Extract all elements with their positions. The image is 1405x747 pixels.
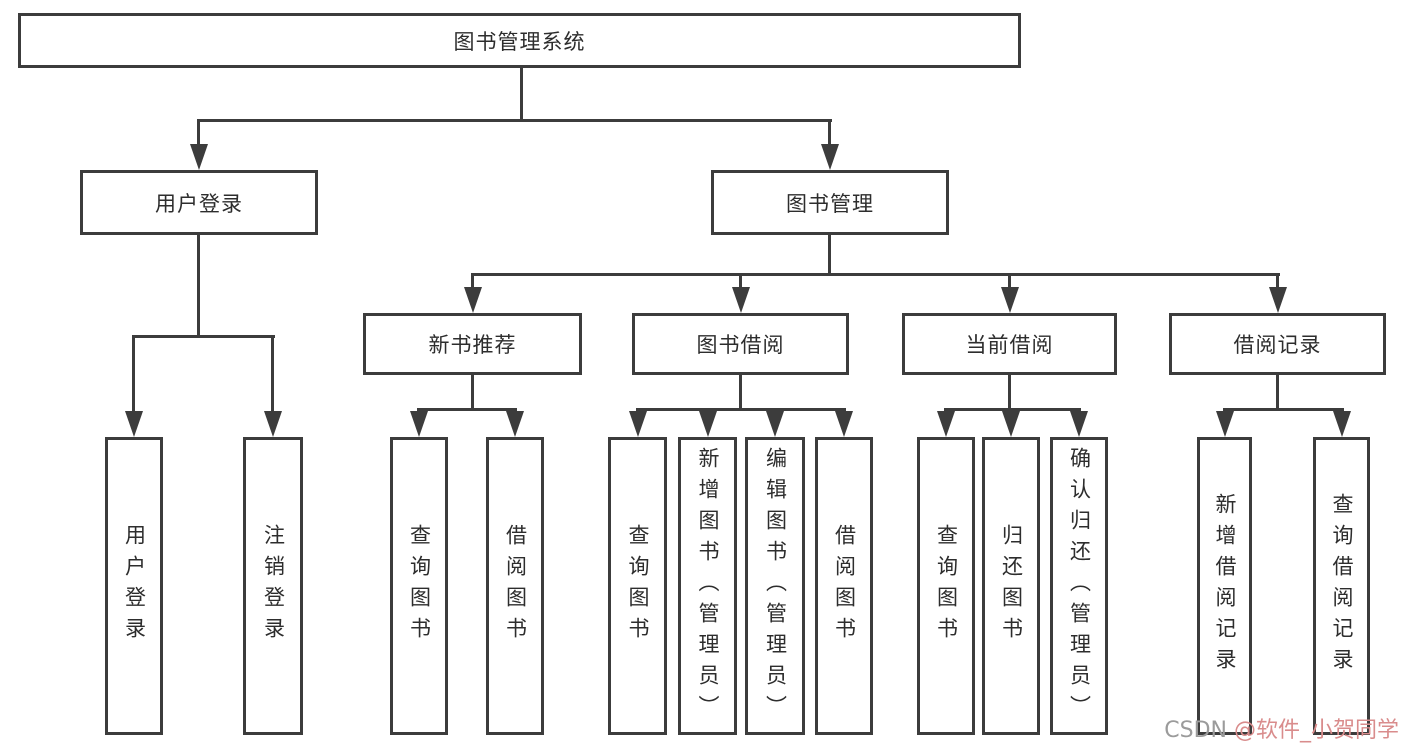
connector-drop — [1008, 273, 1011, 290]
node-library-system: 图书管理系统 — [18, 13, 1021, 68]
node-book-management: 图书管理 — [711, 170, 949, 235]
connector-drop — [271, 335, 274, 415]
arrow-down-icon — [190, 144, 208, 170]
node-borrow-books: 借阅图书 — [486, 437, 544, 735]
arrow-down-icon — [1001, 287, 1019, 313]
connector-horizontal — [944, 408, 1081, 411]
connector-stem — [739, 375, 742, 411]
node-edit-books-admin: 编辑图书（管理员） — [745, 437, 805, 735]
node-user-login: 用户登录 — [80, 170, 318, 235]
node-borrowing-records: 借阅记录 — [1169, 313, 1386, 375]
arrow-down-icon — [1070, 411, 1088, 437]
node-new-book-recommend: 新书推荐 — [363, 313, 582, 375]
connector-horizontal — [417, 408, 517, 411]
arrow-down-icon — [410, 411, 428, 437]
node-query-borrow-record: 查询借阅记录 — [1313, 437, 1370, 735]
node-add-books-admin: 新增图书（管理员） — [678, 437, 737, 735]
arrow-down-icon — [766, 411, 784, 437]
arrow-down-icon — [1333, 411, 1351, 437]
node-label: 借阅图书 — [832, 524, 857, 648]
node-label: 查询图书 — [934, 524, 959, 648]
connector-level1-horizontal — [197, 119, 832, 122]
arrow-down-icon — [1269, 287, 1287, 313]
connector-user-login-horizontal — [132, 335, 275, 338]
arrow-down-icon — [506, 411, 524, 437]
node-logout-leaf: 注销登录 — [243, 437, 303, 735]
node-label: 用户登录 — [155, 191, 243, 216]
csdn-watermark: CSDN @软件_小贺同学 — [1164, 712, 1399, 744]
arrow-down-icon — [1216, 411, 1234, 437]
node-return-books: 归还图书 — [982, 437, 1040, 735]
node-label: 图书管理系统 — [453, 29, 586, 54]
node-query-books: 查询图书 — [390, 437, 448, 735]
arrow-down-icon — [937, 411, 955, 437]
node-label: 当前借阅 — [965, 333, 1054, 357]
node-add-borrow-record: 新增借阅记录 — [1197, 437, 1252, 735]
watermark-prefix: CSDN — [1164, 718, 1234, 743]
connector-drop — [1276, 273, 1279, 290]
node-label: 查询图书 — [407, 524, 432, 648]
arrow-down-icon — [835, 411, 853, 437]
node-label: 归还图书 — [999, 524, 1024, 648]
connector-horizontal — [636, 408, 846, 411]
node-label: 图书借阅 — [696, 333, 785, 357]
arrow-down-icon — [732, 287, 750, 313]
node-label: 新增借阅记录 — [1213, 493, 1237, 679]
connector-user-login-stem — [197, 235, 200, 338]
node-book-borrowing: 图书借阅 — [632, 313, 849, 375]
node-label: 查询借阅记录 — [1330, 493, 1354, 679]
node-label: 用户登录 — [122, 524, 147, 648]
arrow-down-icon — [629, 411, 647, 437]
node-user-login-leaf: 用户登录 — [105, 437, 163, 735]
connector-stem — [1276, 375, 1279, 411]
node-confirm-return-admin: 确认归还（管理员） — [1050, 437, 1108, 735]
connector-drop — [132, 335, 135, 415]
node-label: 借阅记录 — [1233, 333, 1322, 357]
connector-stem — [1008, 375, 1011, 411]
connector-book-mgmt-stem — [828, 235, 831, 276]
node-borrow-books: 借阅图书 — [815, 437, 873, 735]
connector-root-stem — [520, 68, 523, 121]
node-query-books: 查询图书 — [917, 437, 975, 735]
node-label: 借阅图书 — [503, 524, 528, 648]
arrow-down-icon — [125, 411, 143, 437]
connector-horizontal — [1223, 408, 1344, 411]
node-label: 新书推荐 — [428, 333, 517, 357]
arrow-down-icon — [264, 411, 282, 437]
arrow-down-icon — [821, 144, 839, 170]
connector-stem — [471, 375, 474, 411]
connector-drop — [739, 273, 742, 290]
node-label: 图书管理 — [786, 191, 874, 216]
node-label: 新增图书（管理员） — [696, 446, 720, 726]
connector-drop — [828, 119, 831, 146]
node-query-books: 查询图书 — [608, 437, 667, 735]
connector-level3-horizontal — [471, 273, 1280, 276]
arrow-down-icon — [699, 411, 717, 437]
node-label: 查询图书 — [626, 524, 650, 648]
connector-drop — [471, 273, 474, 290]
node-label: 注销登录 — [261, 524, 286, 648]
node-current-borrowing: 当前借阅 — [902, 313, 1117, 375]
arrow-down-icon — [1002, 411, 1020, 437]
arrow-down-icon — [464, 287, 482, 313]
node-label: 编辑图书（管理员） — [763, 446, 788, 726]
connector-drop — [197, 119, 200, 146]
watermark-handle: @软件_小贺同学 — [1233, 718, 1399, 743]
node-label: 确认归还（管理员） — [1067, 446, 1092, 726]
